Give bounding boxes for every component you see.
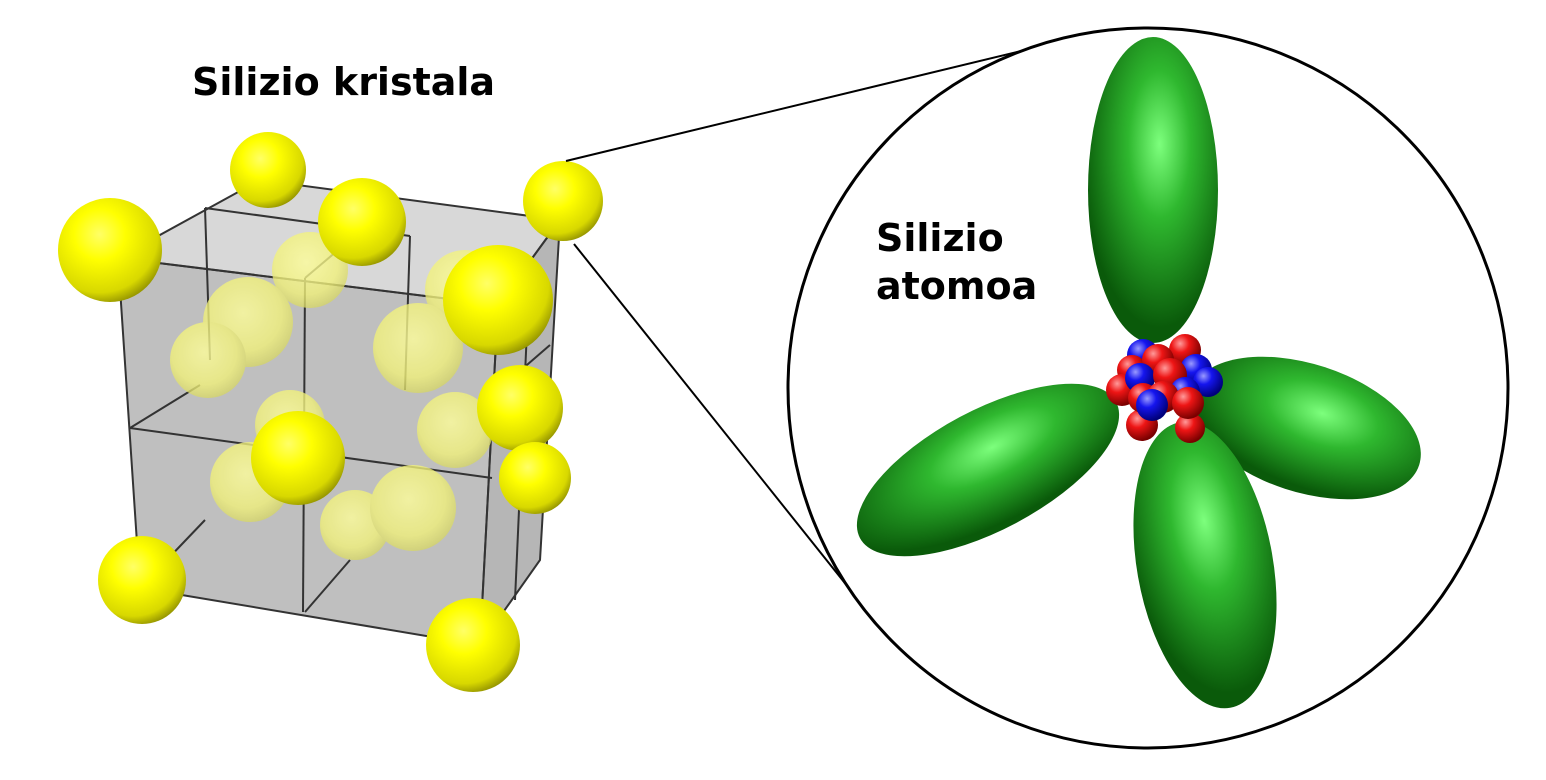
atom-sphere-icon [523,161,603,241]
atom-sphere-icon [499,442,571,514]
neutron-icon [1193,367,1223,397]
atom-sphere-icon [426,598,520,692]
atom-sphere-icon [98,536,186,624]
atom-sphere-icon [417,392,493,468]
atom-sphere-icon [58,198,162,302]
atom-sphere-icon [373,303,463,393]
proton-icon [1175,413,1205,443]
atom-sphere-icon [170,322,246,398]
orbital-lobe-icon [1189,356,1421,500]
zoom-line-bottom [573,243,869,613]
atom-sphere-icon [477,365,563,451]
neutron-icon [1136,389,1168,421]
corner-atoms [58,132,603,692]
zoom-line-top [565,43,1051,162]
proton-icon [1172,387,1204,419]
atom-sphere-icon [251,411,345,505]
orbital-lobe-icon [1088,37,1218,343]
atom-sphere-icon [443,245,553,355]
atom-title-line2: atomoa [876,264,1038,308]
orbital-lobe-icon [1133,421,1277,709]
atom-sphere-icon [230,132,306,208]
atom-sphere-icon [370,465,456,551]
atom-title-line1: Silizio [876,216,1004,260]
crystal-title: Silizio kristala [192,60,496,104]
orbital-lobe-icon [856,383,1120,557]
nucleus [1106,334,1223,443]
orbitals [856,37,1421,709]
atom-sphere-icon [318,178,406,266]
cell-grid-line [304,559,351,613]
